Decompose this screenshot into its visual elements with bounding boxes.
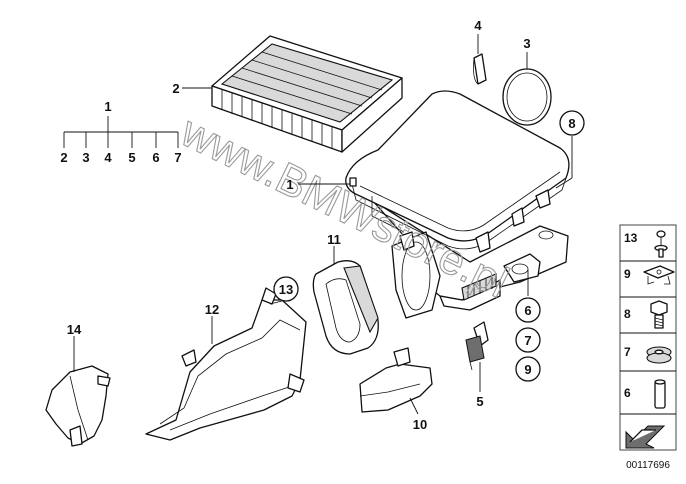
sealing-ring <box>502 68 552 126</box>
label-5-list: 5 <box>128 150 135 165</box>
screw-with-washer-icon <box>654 230 668 258</box>
label-3-ring: 3 <box>523 36 530 51</box>
legend-frame <box>619 224 677 451</box>
label-7: 7 <box>524 333 531 348</box>
legend-label-13: 13 <box>624 231 638 245</box>
label-11: 11 <box>327 232 341 247</box>
label-6-list: 6 <box>152 150 159 165</box>
label-4-clip: 4 <box>474 18 482 33</box>
rubber-grommet-icon <box>646 346 672 364</box>
circle-8 <box>559 110 585 136</box>
housing-support <box>359 347 433 413</box>
label-10: 10 <box>413 417 427 432</box>
circle-7 <box>515 327 541 353</box>
label-13: 13 <box>279 282 293 297</box>
legend-label-7: 7 <box>624 345 631 359</box>
direction-arrow-icon <box>625 425 666 449</box>
label-1-assembly: 1 <box>104 99 111 114</box>
circle-9 <box>515 356 541 382</box>
bolt-icon <box>650 300 668 329</box>
legend-label-8: 8 <box>624 307 631 321</box>
label-2-list: 2 <box>60 150 67 165</box>
label-12: 12 <box>205 302 219 317</box>
temperature-sensor <box>465 321 489 371</box>
rubber-buffer-icon <box>654 379 666 409</box>
legend-label-6: 6 <box>624 386 631 400</box>
label-14: 14 <box>67 322 82 337</box>
legend-label-9: 9 <box>624 267 631 281</box>
label-8: 8 <box>568 116 575 131</box>
small-parts-legend: 13 9 8 7 6 <box>619 224 677 451</box>
label-2-filter: 2 <box>172 81 179 96</box>
circle-13 <box>273 276 299 302</box>
label-4-list: 4 <box>104 150 112 165</box>
callout-labels: 1 2 3 4 5 6 7 2 4 3 8 1 11 13 12 14 5 6 … <box>60 18 585 432</box>
air-filter-element <box>211 35 403 153</box>
intake-duct-bellow <box>312 260 379 355</box>
label-1-housing: 1 <box>286 177 293 192</box>
label-9: 9 <box>524 362 531 377</box>
label-7-list: 7 <box>174 150 181 165</box>
label-3-list: 3 <box>82 150 89 165</box>
intake-silencer-housing <box>345 90 570 319</box>
spring-clip-icon <box>643 265 675 285</box>
intake-air-duct <box>145 287 307 441</box>
label-5-sensor: 5 <box>476 394 483 409</box>
retaining-clip <box>473 53 487 85</box>
circle-6 <box>515 297 541 323</box>
duct-bracket <box>45 365 111 447</box>
label-6: 6 <box>524 303 531 318</box>
diagram-code: 00117696 <box>626 460 670 471</box>
leader-lines <box>63 34 573 415</box>
